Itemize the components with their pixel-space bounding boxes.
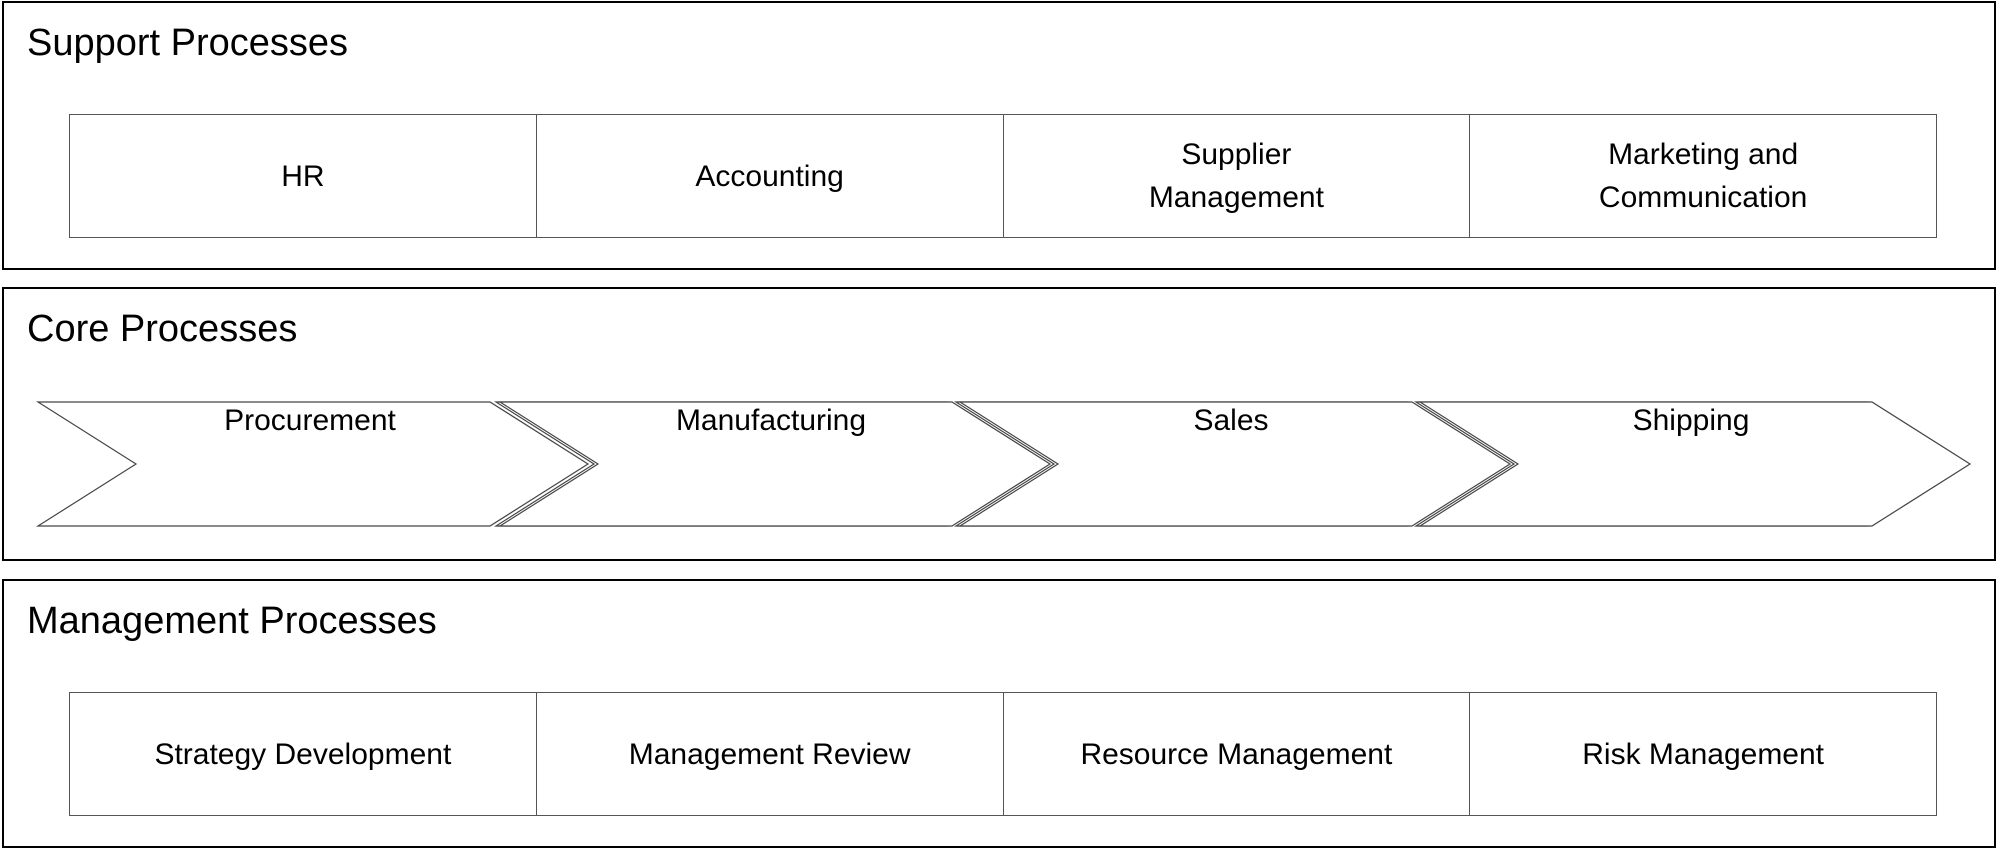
management-processes-section: Management Processes Strategy Developmen… bbox=[2, 579, 1996, 848]
support-process-supplier-management: Supplier Management bbox=[1004, 115, 1471, 237]
process-label: Risk Management bbox=[1582, 737, 1825, 771]
support-process-marketing-and-communication: Marketing and Communication bbox=[1470, 115, 1936, 237]
core-process-sales: Sales bbox=[1193, 404, 1269, 437]
management-process-resource-management: Resource Management bbox=[1004, 693, 1471, 815]
support-process-row: HR Accounting Supplier Management Market… bbox=[69, 114, 1937, 238]
support-processes-section: Support Processes HR Accounting Supplier… bbox=[2, 1, 1996, 270]
process-label: Accounting bbox=[695, 159, 844, 193]
support-process-accounting: Accounting bbox=[537, 115, 1004, 237]
management-process-row: Strategy Development Management Review R… bbox=[69, 692, 1937, 816]
management-processes-title: Management Processes bbox=[27, 600, 437, 642]
process-label: HR bbox=[281, 159, 325, 193]
core-process-chevrons bbox=[35, 401, 1972, 527]
process-label: Strategy Development bbox=[154, 737, 452, 771]
chevron-shipping bbox=[1417, 401, 1972, 527]
process-label: Marketing and Communication bbox=[1598, 138, 1808, 214]
support-process-hr: HR bbox=[70, 115, 537, 237]
core-process-manufacturing: Manufacturing bbox=[675, 404, 867, 437]
chevron-sales bbox=[957, 401, 1512, 527]
chevron-procurement bbox=[35, 401, 590, 527]
management-process-management-review: Management Review bbox=[537, 693, 1004, 815]
chevron-manufacturing bbox=[497, 401, 1052, 527]
support-processes-title: Support Processes bbox=[27, 22, 349, 64]
core-process-procurement: Procurement bbox=[224, 404, 396, 437]
core-processes-title: Core Processes bbox=[27, 308, 298, 350]
management-process-strategy-development: Strategy Development bbox=[70, 693, 537, 815]
core-processes-section: Core Processes bbox=[2, 287, 1996, 561]
core-process-shipping: Shipping bbox=[1632, 404, 1750, 437]
management-process-risk-management: Risk Management bbox=[1470, 693, 1936, 815]
process-label: Resource Management bbox=[1080, 737, 1393, 771]
process-label: Supplier Management bbox=[1148, 138, 1324, 214]
process-label: Management Review bbox=[628, 737, 911, 771]
